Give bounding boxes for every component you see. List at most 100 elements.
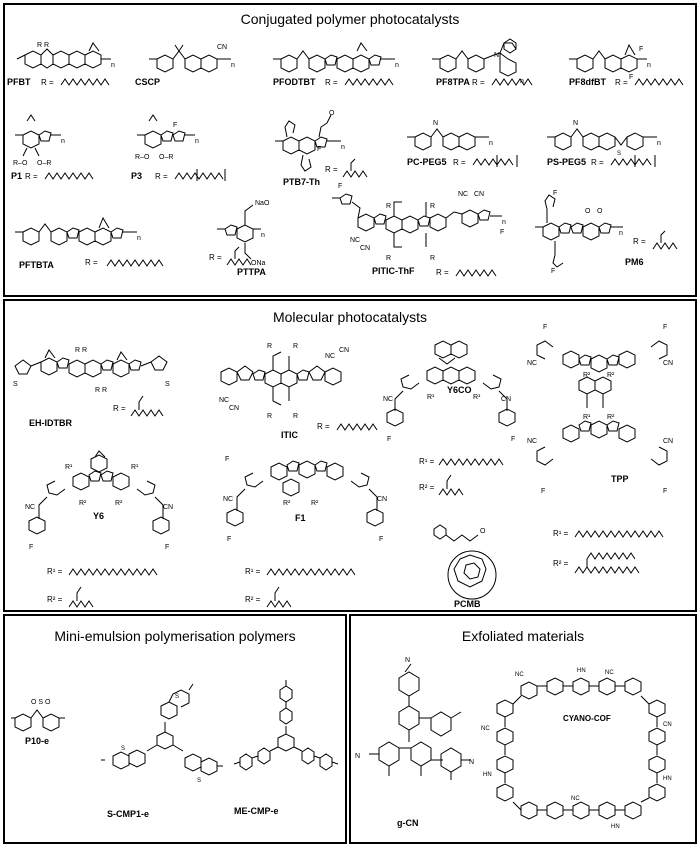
svg-text:F: F <box>338 183 342 190</box>
svg-text:O: O <box>480 528 486 535</box>
r-group-label: R = <box>325 165 338 174</box>
itic-drawing: NC CN NC CN R R R R <box>219 343 349 420</box>
svg-text:n: n <box>647 62 651 69</box>
svg-text:CN: CN <box>339 347 349 354</box>
svg-text:NC: NC <box>481 726 490 732</box>
pttpa-drawing: NaO ONa n <box>217 200 270 267</box>
svg-text:R²: R² <box>607 372 615 379</box>
panel-conjugated-polymers: Conjugated polymer photocatalysts R R n … <box>3 3 697 297</box>
compound-label: P10-e <box>25 736 50 746</box>
compound-label: PC-PEG5 <box>407 157 447 167</box>
panel-title: Molecular photocatalysts <box>272 309 428 325</box>
svg-text:NC: NC <box>605 670 614 676</box>
cyano-cof-drawing: NC HN NC CN HN NC HN NC HN <box>481 668 672 830</box>
svg-text:F: F <box>541 488 545 495</box>
compound-label: ITIC <box>281 430 298 440</box>
svg-text:S: S <box>13 381 18 388</box>
ptb7-th-drawing: O F n <box>275 110 345 172</box>
svg-text:F: F <box>317 146 321 153</box>
svg-text:n: n <box>61 138 65 145</box>
svg-text:F: F <box>663 488 667 495</box>
y6-drawing: NC CN F F R² R² R¹ R¹ <box>25 450 173 551</box>
r-group-label: R = <box>615 78 628 87</box>
y6co-drawing: NC CN F F R¹ R¹ <box>383 340 516 443</box>
svg-text:NaO: NaO <box>255 200 270 207</box>
me-cmp-e-drawing <box>233 680 339 771</box>
compound-label: S-CMP1-e <box>107 809 150 819</box>
r-group-label: R = <box>25 172 38 181</box>
r1-label: R¹ = <box>553 529 569 538</box>
ethylhexyl-chain-icon <box>130 395 164 417</box>
compound-label: PITIC-ThF <box>372 266 415 276</box>
svg-text:HN: HN <box>577 668 586 674</box>
compound-label: F1 <box>295 513 306 523</box>
svg-text:N: N <box>355 753 360 760</box>
svg-text:n: n <box>657 140 661 147</box>
svg-text:R: R <box>386 255 391 262</box>
alkyl-chain-icon <box>266 568 356 576</box>
svg-text:F: F <box>511 436 515 443</box>
svg-text:R–O: R–O <box>13 160 28 167</box>
svg-text:R: R <box>430 203 435 210</box>
peg-chain-icon <box>610 155 656 167</box>
alkyl-chain-icon <box>68 568 158 576</box>
r-group-label: R = <box>633 237 646 246</box>
svg-text:R R: R R <box>37 42 49 49</box>
svg-text:R²: R² <box>79 500 87 507</box>
svg-text:S: S <box>175 694 179 700</box>
svg-text:CN: CN <box>663 438 673 445</box>
eh-idtbr-drawing: S S R R R R <box>13 347 170 394</box>
r-group-label: R = <box>209 253 222 262</box>
svg-text:HN: HN <box>483 772 492 778</box>
svg-text:R¹: R¹ <box>473 394 481 401</box>
svg-text:N: N <box>494 52 499 59</box>
svg-text:R²: R² <box>311 500 319 507</box>
svg-text:R: R <box>293 413 298 420</box>
ethylhexyl-chain-icon <box>266 586 292 608</box>
r-group-label: R = <box>113 404 126 413</box>
svg-text:NC: NC <box>571 796 580 802</box>
r2-label: R² = <box>419 483 435 492</box>
ethylhexyl-chain-icon <box>652 230 678 250</box>
svg-text:NC: NC <box>325 353 335 360</box>
svg-text:HN: HN <box>611 824 620 830</box>
pf8dfbt-drawing: F F n <box>569 43 651 81</box>
r-group-label: R = <box>472 78 485 87</box>
peg-chain-icon <box>472 155 518 167</box>
svg-text:S: S <box>197 778 201 784</box>
compound-label: PFBT <box>7 77 31 87</box>
svg-text:CN: CN <box>163 504 173 511</box>
svg-text:n: n <box>261 232 265 239</box>
panel-title: Conjugated polymer photocatalysts <box>240 11 460 27</box>
svg-text:R: R <box>430 255 435 262</box>
svg-text:CN: CN <box>360 245 370 252</box>
alkyl-chain-icon <box>336 423 378 431</box>
svg-text:F: F <box>225 456 229 463</box>
pfodtbt-drawing: n <box>273 42 399 73</box>
ethylhexyl-chain-icon <box>68 586 94 608</box>
svg-text:R R: R R <box>95 387 107 394</box>
compound-label: P3 <box>131 171 143 181</box>
svg-text:R: R <box>267 413 272 420</box>
svg-text:R¹: R¹ <box>583 414 591 421</box>
r1-label: R¹ = <box>419 457 435 466</box>
svg-text:F: F <box>551 268 555 275</box>
svg-text:N: N <box>405 657 410 664</box>
svg-text:HN: HN <box>663 776 672 782</box>
svg-text:R: R <box>386 203 391 210</box>
alkyl-chain-icon <box>344 78 394 86</box>
pftbta-drawing: n <box>15 216 141 246</box>
svg-text:O: O <box>329 110 335 117</box>
svg-text:F: F <box>379 536 383 543</box>
svg-text:R¹: R¹ <box>65 464 73 471</box>
svg-text:R²: R² <box>607 414 615 421</box>
svg-text:F: F <box>227 536 231 543</box>
p1-drawing: R–O O–R n <box>13 114 65 167</box>
compound-label: EH-IDTBR <box>29 418 72 428</box>
svg-text:R¹: R¹ <box>427 394 435 401</box>
svg-text:n: n <box>195 138 199 145</box>
svg-text:R R: R R <box>75 347 87 354</box>
svg-text:F: F <box>29 544 33 551</box>
svg-text:R–O: R–O <box>135 154 150 161</box>
svg-text:N: N <box>469 759 474 766</box>
